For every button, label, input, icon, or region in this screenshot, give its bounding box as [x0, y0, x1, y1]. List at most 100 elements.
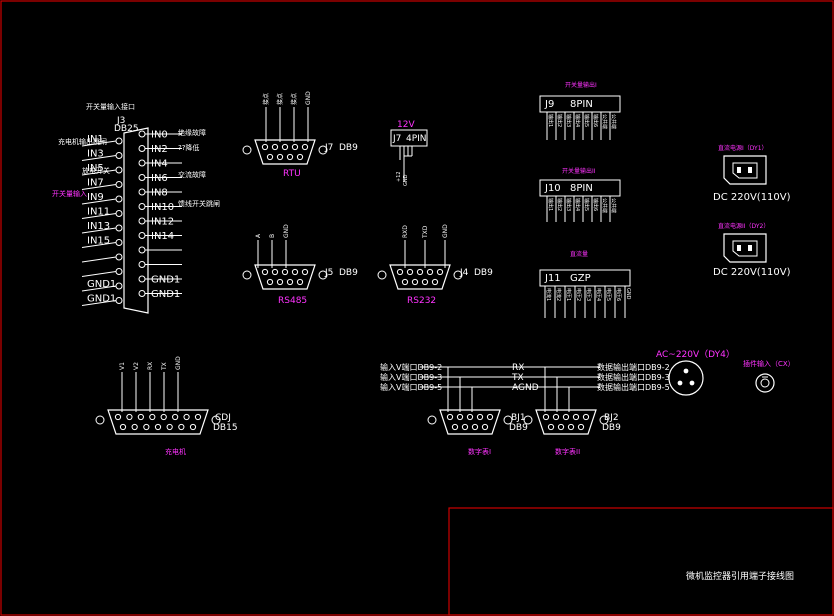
db25-pin [115, 137, 123, 145]
bus-mid-label: TX [511, 373, 524, 383]
j10-ref: J10 [544, 183, 561, 194]
db25-pin [138, 174, 146, 181]
j11-type: GZP [570, 273, 591, 284]
charger-ref: CDJ [215, 413, 231, 423]
db25-pin [138, 246, 146, 254]
bj1-db9-pin [471, 423, 479, 431]
charger-pin-label: RX [147, 362, 154, 370]
rs485-db9-screw [242, 270, 252, 280]
db25-pin-label: IN15 [87, 236, 110, 247]
db25-pin [138, 275, 146, 283]
j11-pin-label: GND [625, 288, 631, 300]
rtu-pin-label: GND [305, 91, 312, 105]
dy1-pin [748, 167, 752, 173]
j10-pin-label: 输出2 [556, 198, 563, 211]
j9-pin-label: 输出2 [556, 114, 563, 127]
dy4-pin [677, 380, 683, 386]
db25-pin [115, 268, 123, 275]
j9-type: 8PIN [570, 99, 593, 110]
dy1-outline [723, 155, 767, 185]
rtu-pin-label: 接点 [276, 93, 284, 105]
db25-pin [115, 166, 123, 174]
db25-wire [81, 300, 117, 306]
bus-mid-label: RX [512, 363, 524, 373]
rs485-pin-label: GND [283, 224, 290, 238]
bj2-db9-pin [572, 413, 580, 421]
db25-pin [138, 130, 146, 138]
bj1-db9-pin [446, 413, 454, 421]
rs485-label: RS485 [278, 296, 307, 306]
bus-left-label: 输入V端口DB9-2 [380, 362, 442, 372]
db25-pin-label: IN8 [151, 188, 168, 199]
rs232-db9-pin [431, 278, 439, 286]
charger-type: DB15 [213, 423, 238, 433]
db25-caption: 开关量输入接口 [86, 102, 135, 111]
bj2-db9-pin [577, 423, 585, 431]
j10-pin-label: 公共端 [610, 198, 617, 213]
rs232-db9-outline [389, 264, 451, 290]
bj2-db9-pin [557, 423, 565, 431]
rtu-db9-outline [254, 139, 316, 165]
dy1-rating: DC 220V(110V) [713, 192, 791, 203]
j9-pin-label: 输出5 [583, 114, 590, 127]
j7-pin-label: GND [403, 174, 409, 186]
rs232-pin-label: TXD [422, 225, 429, 239]
rs485-db9-pin [281, 268, 289, 276]
db15-pin [189, 423, 197, 431]
bus-right-label: 数据输出端口DB9-3 [597, 372, 670, 382]
rs485-pin-label: B [269, 234, 276, 238]
dy1-pin [737, 167, 741, 173]
db25-pin [115, 253, 123, 261]
db25-pin [138, 203, 146, 210]
dy4-pin [683, 368, 689, 374]
charger-pin-label: V2 [133, 362, 140, 370]
db15-pin [172, 413, 179, 421]
bj2-type: DB9 [602, 423, 621, 433]
dy4-label: AC~220V（DY4） [656, 349, 735, 360]
rs485-db9-pin [271, 268, 279, 276]
db25-pin-label: GND1 [87, 279, 116, 290]
db25-pin [138, 159, 146, 167]
j9-pin-label: 公共端 [601, 114, 608, 129]
j9-caption: 开关量输出I [565, 81, 597, 89]
j7-4pin-type: 4PIN [406, 134, 427, 144]
db25-pin [115, 239, 123, 246]
j10-pin-label: 输出4 [574, 198, 581, 211]
db25-pin-label: IN1 [87, 134, 104, 145]
bj2-label: 数字表II [555, 447, 580, 456]
bj2-db9-outline [535, 409, 597, 435]
rtu-pin-label: 接点 [290, 93, 298, 105]
db25-pin [138, 261, 146, 268]
rs232-ref: J4 [459, 268, 469, 278]
dy1-socket: 直流电源I（DY1） DC 220V(110V) [713, 144, 791, 203]
db25-type: DB25 [114, 124, 139, 134]
j9-body [539, 95, 621, 113]
bj1-db9-pin [481, 423, 489, 431]
db25-wire [81, 256, 117, 263]
rtu-db9-shell [242, 139, 328, 165]
bj1-db9-pin [466, 413, 474, 421]
db25-wire [81, 227, 117, 234]
bj2-db9-shell [523, 409, 609, 435]
rs232-db9-pin [406, 268, 414, 276]
rs232-db9-pin [411, 278, 419, 286]
db25-pin-label: IN2 [151, 144, 168, 155]
bj1-db9-pin [476, 413, 484, 421]
rtu-db9-pin [301, 143, 309, 151]
db25-pin [138, 232, 146, 239]
j10-pin-label: 公共端 [601, 198, 608, 213]
db25-pin [115, 224, 123, 232]
j11-pin-label: 电压1 [565, 288, 572, 301]
rtu-db9-screw [242, 145, 252, 155]
rtu-db9-pin [276, 153, 284, 161]
rs485-db9-shell [242, 264, 328, 290]
rs485-db9-pin [301, 268, 309, 276]
db15-outline [107, 409, 209, 435]
